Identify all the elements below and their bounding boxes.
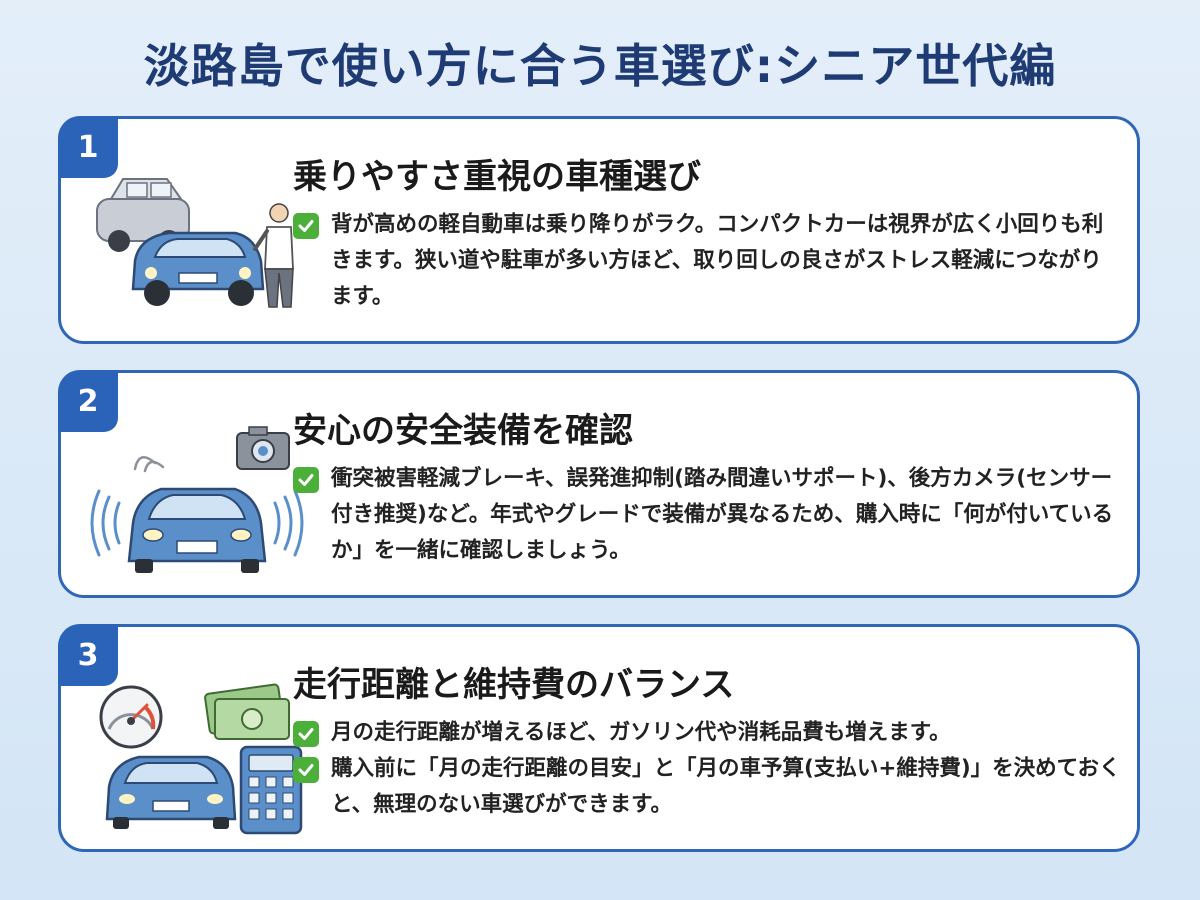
list-item-text: 月の走行距離が増えるほど、ガソリン代や消耗品費も増えます。 [331,720,951,745]
list-item: 衝突被害軽減ブレーキ、誤発進抑制(踏み間違いサポート)、後方カメラ(センサー付き… [293,461,1123,569]
page-title: 淡路島で使い方に合う車選び:シニア世代編 [143,39,1057,93]
list-item-text: 背が高めの軽自動車は乗り降りがラク。コンパクトカーは視界が広く小回りも利きます。… [331,212,1104,309]
list-item: 購入前に「月の走行距離の目安」と「月の車予算(支払い+維持費)」を決めておくと、… [293,751,1123,823]
card-items: 背が高めの軽自動車は乗り降りがラク。コンパクトカーは視界が広く小回りも利きます。… [293,207,1123,315]
card-items: 衝突被害軽減ブレーキ、誤発進抑制(踏み間違いサポート)、後方カメラ(センサー付き… [293,461,1123,569]
check-icon [293,213,319,239]
card-heading: 走行距離と維持費のバランス [293,665,735,705]
check-icon [293,757,319,783]
card-number-badge: 3 [58,624,118,686]
card-number-badge: 1 [58,116,118,178]
card-items: 月の走行距離が増えるほど、ガソリン代や消耗品費も増えます。 購入前に「月の走行距… [293,715,1123,823]
card-2: 2 [58,370,1140,598]
card-3: 3 [58,624,1140,852]
check-icon [293,467,319,493]
list-item-text: 購入前に「月の走行距離の目安」と「月の車予算(支払い+維持費)」を決めておくと、… [331,756,1121,817]
card-heading: 乗りやすさ重視の車種選び [293,157,701,197]
check-icon [293,721,319,747]
cars-with-person-icon [89,169,309,329]
list-item-text: 衝突被害軽減ブレーキ、誤発進抑制(踏み間違いサポート)、後方カメラ(センサー付き… [331,466,1114,563]
list-item: 月の走行距離が増えるほど、ガソリン代や消耗品費も増えます。 [293,715,1123,751]
card-1: 1 [58,116,1140,344]
list-item: 背が高めの軽自動車は乗り降りがラク。コンパクトカーは視界が広く小回りも利きます。… [293,207,1123,315]
card-number-badge: 2 [58,370,118,432]
car-sensor-camera-icon [89,423,309,583]
card-heading: 安心の安全装備を確認 [293,411,633,451]
car-gauge-money-calculator-icon [89,677,309,837]
